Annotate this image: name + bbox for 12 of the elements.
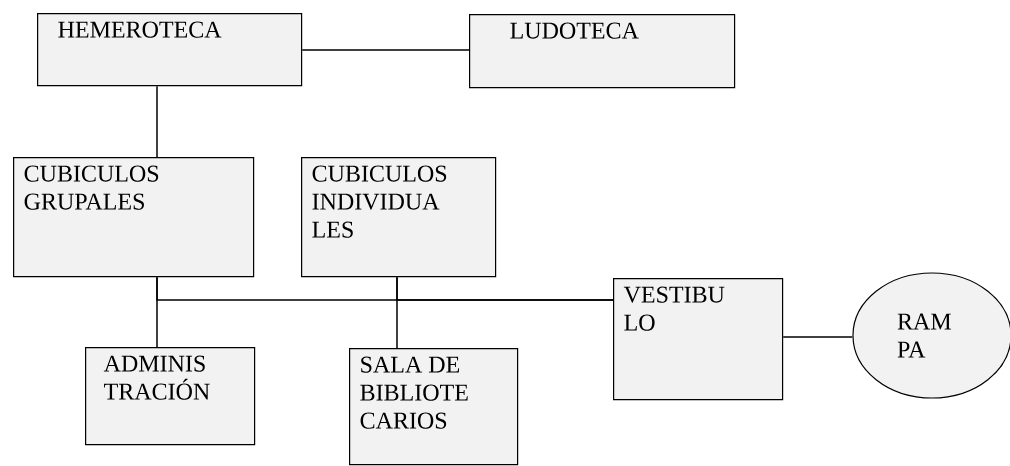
process-box: ADMINIS TRACIÓN bbox=[85, 347, 256, 446]
connector-line bbox=[396, 276, 398, 349]
connector-line bbox=[782, 336, 854, 338]
connector-line bbox=[301, 49, 470, 51]
process-box: CUBICULOS INDIVIDUA LES bbox=[301, 157, 497, 278]
process-box: SALA DE BIBLIOTE CARIOS bbox=[349, 348, 519, 466]
connector-line bbox=[156, 85, 158, 158]
process-box: LUDOTECA bbox=[469, 14, 736, 89]
process-box: CUBICULOS GRUPALES bbox=[13, 157, 255, 278]
process-box: VESTIBU LO bbox=[613, 278, 784, 401]
oval-node: RAM PA bbox=[852, 272, 1010, 399]
process-box: HEMEROTECA bbox=[37, 13, 303, 87]
